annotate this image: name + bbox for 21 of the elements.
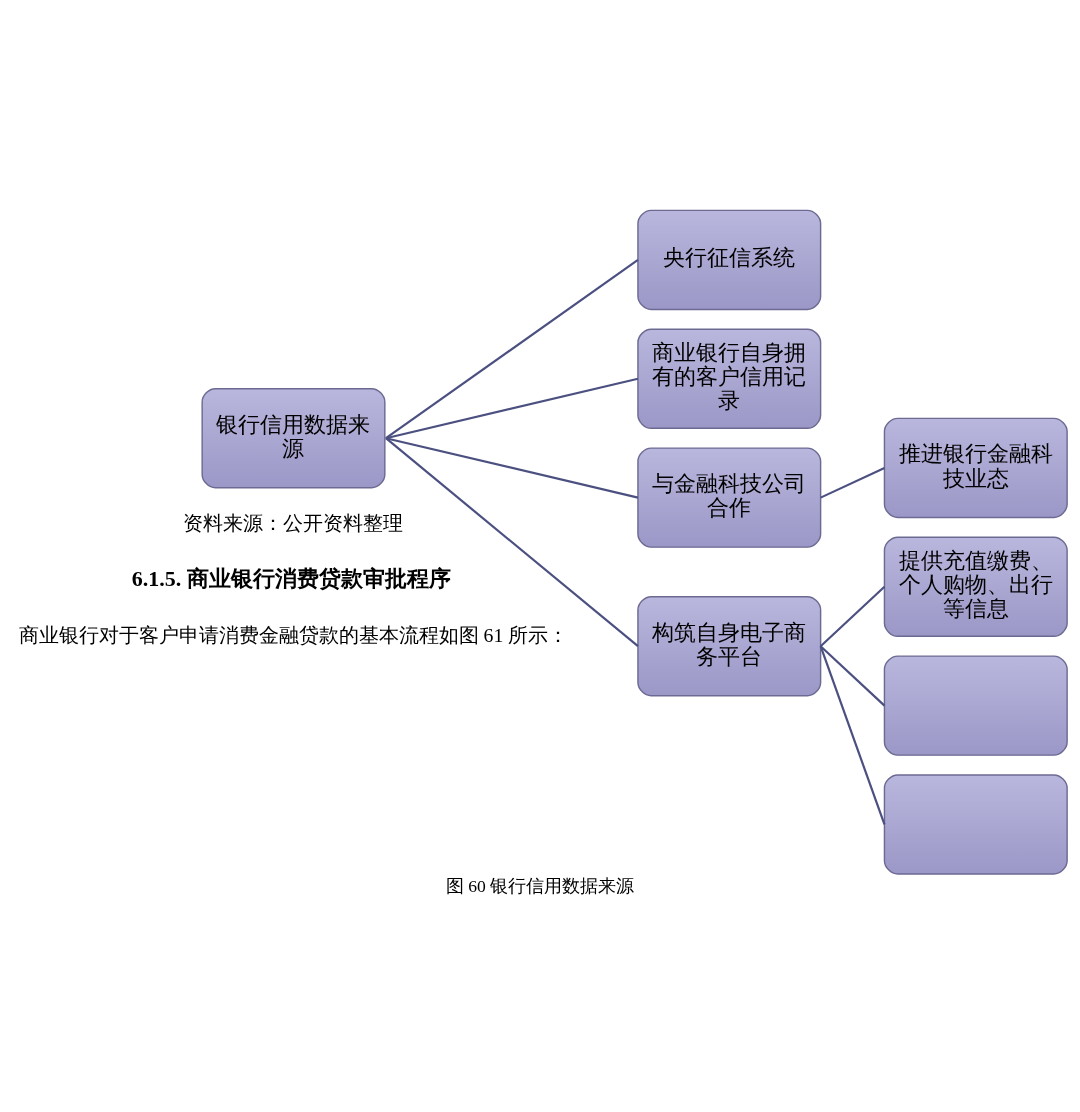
connector (385, 436, 639, 647)
connector (385, 436, 639, 499)
node-box: 构筑自身电子商务平台 (637, 595, 822, 696)
connector (385, 377, 639, 439)
connector (819, 645, 886, 825)
label: 商业银行对于客户申请消费金融贷款的基本流程如图 61 所示： (18, 623, 569, 646)
node-box: 与金融科技公司合作 (637, 446, 822, 548)
connector (385, 258, 639, 439)
node-box: 商业银行自身拥有的客户信用记录 (637, 328, 822, 429)
node-box: 推进银行金融科技业态 (883, 417, 1068, 518)
node-box: 央行征信系统 (637, 209, 822, 310)
caption: 图 60 银行信用数据来源 (445, 875, 635, 896)
connector (819, 585, 886, 647)
label: 资料来源：公开资料整理 (183, 511, 404, 534)
node-box: 提供充值缴费、个人购物、出行等信息 (883, 536, 1068, 637)
connector (819, 644, 886, 706)
node-box (883, 773, 1068, 875)
connector (820, 466, 885, 499)
node-box (883, 654, 1068, 756)
node-box: 银行信用数据来源 (201, 387, 386, 488)
label: 6.1.5. 商业银行消费贷款审批程序 (131, 565, 451, 591)
